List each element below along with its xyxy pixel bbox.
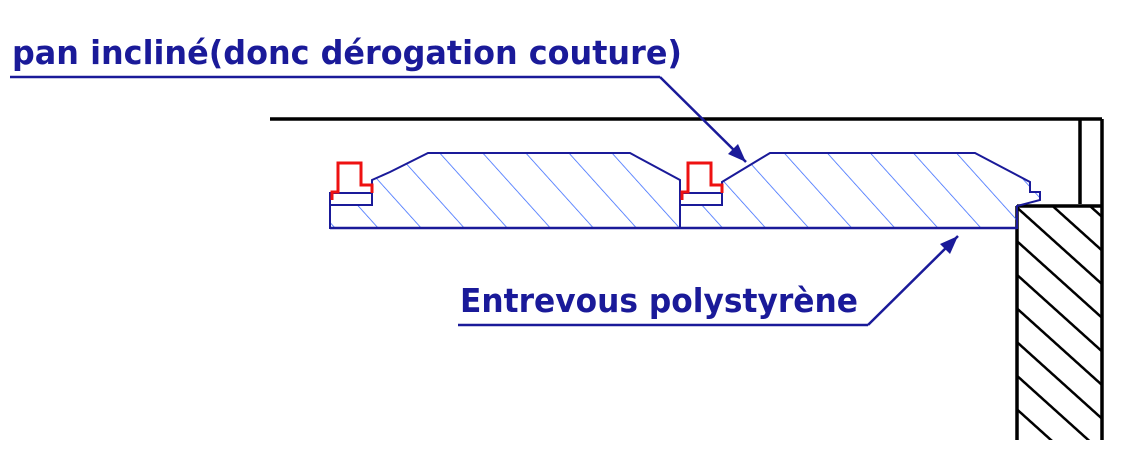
bottom-annotation-label: Entrevous polystyrène	[460, 281, 858, 320]
top-label-leader	[10, 75, 747, 163]
top-annotation-label: pan incliné(donc dérogation couture)	[12, 33, 682, 72]
bottom-label-leader	[458, 235, 959, 327]
joist-profile-left	[330, 161, 374, 200]
joist-profile-right	[680, 161, 724, 200]
polystyrene-block-left	[329, 152, 681, 229]
hatched-wall-support	[1015, 204, 1102, 440]
polystyrene-block-right	[679, 152, 1041, 229]
